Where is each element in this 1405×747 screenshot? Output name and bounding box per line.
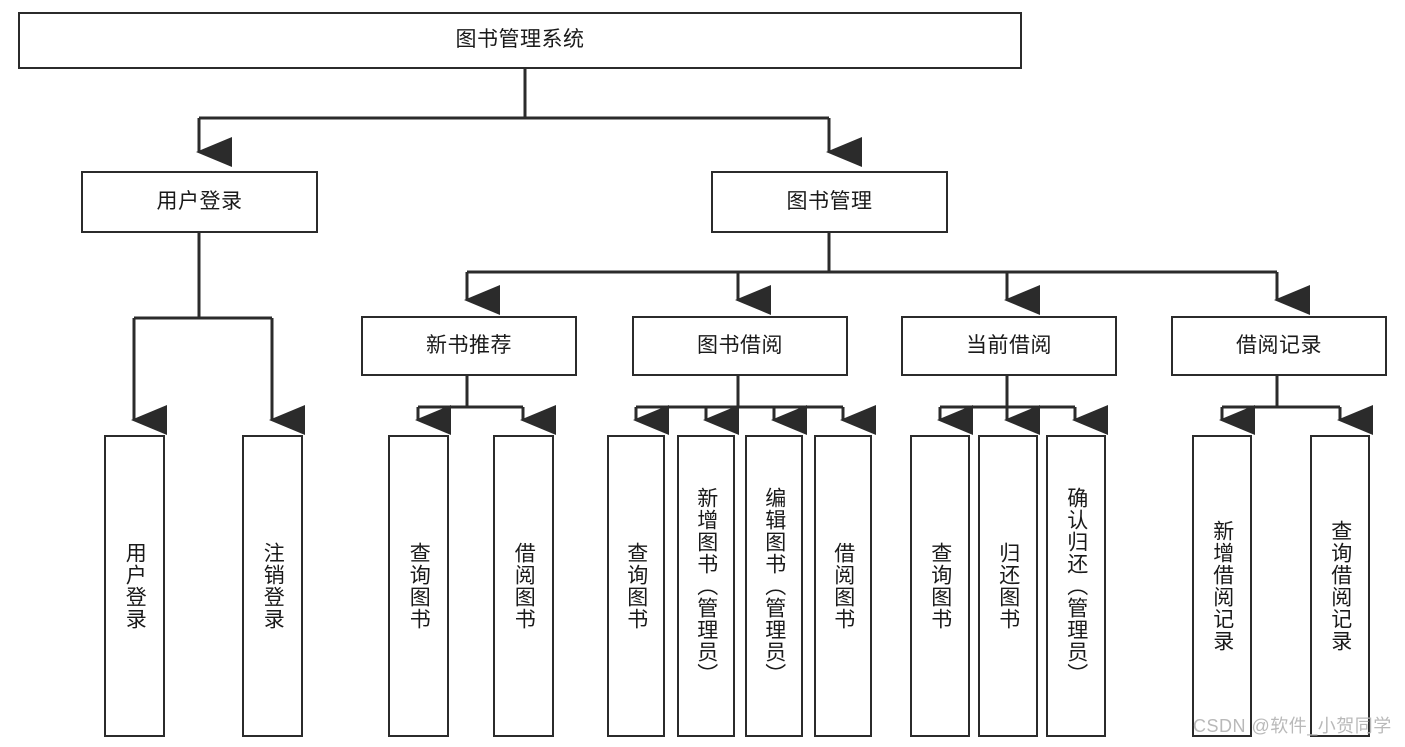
node-label: 当前借阅 <box>966 333 1052 357</box>
leaf-borrow-book-new[interactable]: 借阅图书 <box>493 435 554 737</box>
node-borrow-record[interactable]: 借阅记录 <box>1171 316 1387 376</box>
node-label: 借阅图书 <box>512 542 536 630</box>
leaf-query-borrow-record[interactable]: 查询借阅记录 <box>1310 435 1370 737</box>
node-label: 用户登录 <box>123 542 147 630</box>
node-current-borrow[interactable]: 当前借阅 <box>901 316 1117 376</box>
leaf-borrow-book[interactable]: 借阅图书 <box>814 435 872 737</box>
node-label: 图书借阅 <box>697 333 783 357</box>
leaf-query-book-current[interactable]: 查询图书 <box>910 435 970 737</box>
leaf-confirm-return-admin[interactable]: 确认归还（管理员） <box>1046 435 1106 737</box>
node-label: 查询图书 <box>407 542 431 630</box>
node-label: 新书推荐 <box>426 333 512 357</box>
node-label: 查询借阅记录 <box>1328 520 1352 652</box>
leaf-query-book-new[interactable]: 查询图书 <box>388 435 449 737</box>
node-label: 查询图书 <box>624 542 648 630</box>
node-label: 归还图书 <box>996 542 1020 630</box>
leaf-logout[interactable]: 注销登录 <box>242 435 303 737</box>
node-label: 注销登录 <box>261 542 285 630</box>
node-label: 借阅记录 <box>1236 333 1322 357</box>
node-root-system[interactable]: 图书管理系统 <box>18 12 1022 69</box>
node-label: 编辑图书（管理员） <box>762 487 786 685</box>
node-book-borrow[interactable]: 图书借阅 <box>632 316 848 376</box>
node-label: 图书管理系统 <box>455 28 585 52</box>
node-label: 查询图书 <box>928 542 952 630</box>
leaf-return-book[interactable]: 归还图书 <box>978 435 1038 737</box>
leaf-add-borrow-record[interactable]: 新增借阅记录 <box>1192 435 1252 737</box>
leaf-query-book-borrow[interactable]: 查询图书 <box>607 435 665 737</box>
leaf-add-book-admin[interactable]: 新增图书（管理员） <box>677 435 735 737</box>
node-label: 确认归还（管理员） <box>1064 487 1088 685</box>
node-new-book-recommend[interactable]: 新书推荐 <box>361 316 577 376</box>
node-label: 新增图书（管理员） <box>694 487 718 685</box>
node-label: 新增借阅记录 <box>1210 520 1234 652</box>
node-label: 借阅图书 <box>831 542 855 630</box>
node-book-management[interactable]: 图书管理 <box>711 171 948 233</box>
node-label: 用户登录 <box>156 189 243 213</box>
node-user-login[interactable]: 用户登录 <box>81 171 318 233</box>
node-label: 图书管理 <box>786 189 873 213</box>
leaf-edit-book-admin[interactable]: 编辑图书（管理员） <box>745 435 803 737</box>
leaf-user-login[interactable]: 用户登录 <box>104 435 165 737</box>
